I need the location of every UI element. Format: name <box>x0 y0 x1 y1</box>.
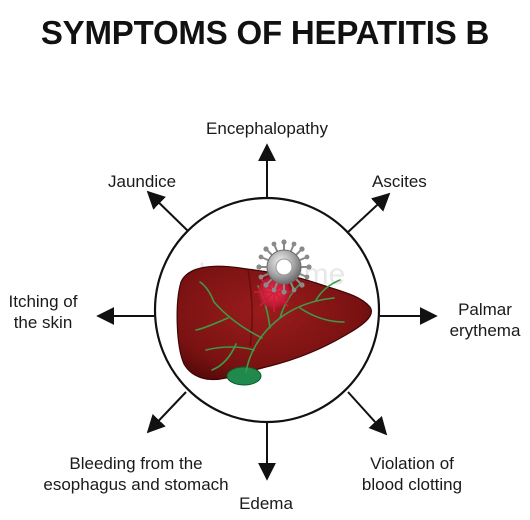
arrow-top-right <box>346 192 391 234</box>
liver-veins <box>195 279 345 373</box>
hepatitis-b-virus-icon <box>256 239 312 295</box>
arrow-bottom-left <box>146 391 187 434</box>
symptom-jaundice: Jaundice <box>108 172 177 191</box>
symptom-encephalopathy: Encephalopathy <box>206 119 328 138</box>
symptom-bleeding-esophagus-stomach: Bleeding from the esophagus and stomach <box>43 454 229 494</box>
arrow-top-left <box>146 190 189 232</box>
arrows <box>96 143 438 481</box>
symptom-palmar-erythema: Palmar erythema <box>449 300 521 340</box>
page-title: SYMPTOMS OF HEPATITIS B <box>40 14 490 51</box>
symptom-itching-of-the-skin: Itching of the skin <box>8 292 78 332</box>
symptom-violation-of-blood-clotting: Violation of blood clotting <box>361 454 463 494</box>
symptom-edema: Edema <box>239 494 293 513</box>
symptom-ascites: Ascites <box>372 172 427 191</box>
gallbladder-shape <box>226 366 262 386</box>
arrow-bottom-right <box>347 391 388 436</box>
